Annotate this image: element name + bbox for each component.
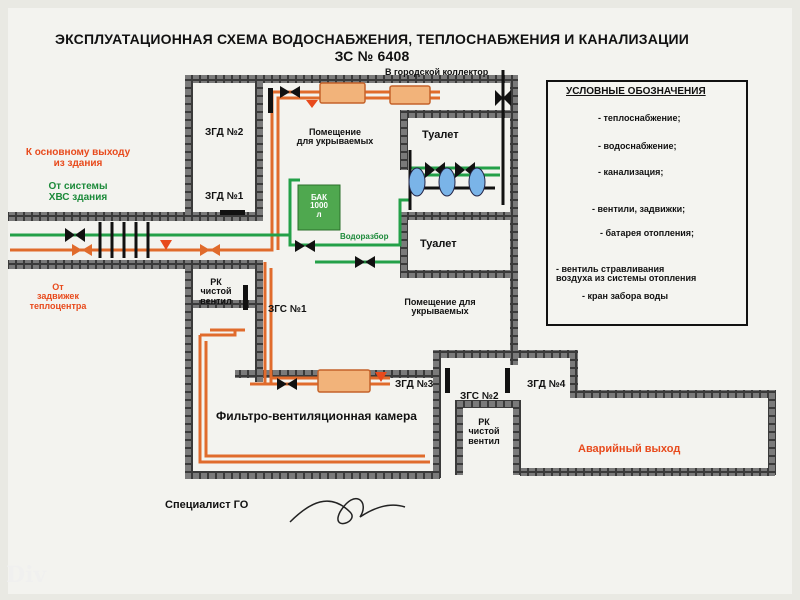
valves bbox=[65, 86, 511, 390]
label-from-hvs: От системы ХВС здания bbox=[48, 181, 108, 203]
label-tank: БАК 1000 л bbox=[310, 193, 328, 219]
label-toilet-top: Туалет bbox=[422, 129, 459, 141]
legend-water: - водоснабжение; bbox=[598, 141, 677, 151]
label-zgd2: ЗГД №2 bbox=[205, 127, 244, 138]
label-room-sheltered-1: Помещение для укрываемых bbox=[296, 127, 374, 147]
page-title: ЭКСПЛУАТАЦИОННАЯ СХЕМА ВОДОСНАБЖЕНИЯ, ТЕ… bbox=[54, 31, 690, 47]
legend-valves: - вентили, задвижки; bbox=[592, 204, 686, 214]
legend-water-tap: - кран забора воды bbox=[582, 291, 669, 301]
label-room-sheltered-2: Помещение для укрываемых bbox=[404, 297, 476, 317]
legend-radiator: - батарея отопления; bbox=[600, 228, 695, 238]
label-rk-1: РК чистой вентил bbox=[200, 277, 232, 306]
label-zgs2: ЗГС №2 bbox=[460, 391, 499, 402]
toilet-fixtures bbox=[408, 167, 486, 197]
legend-title: УСЛОВНЫЕ ОБОЗНАЧЕНИЯ bbox=[566, 86, 706, 97]
legend-sewer: - канализация; bbox=[598, 167, 664, 177]
doors bbox=[220, 88, 510, 393]
heat-valves bbox=[72, 244, 220, 256]
shelter-number: ЗС № 6408 bbox=[334, 48, 410, 64]
tank-shape bbox=[297, 184, 341, 231]
heat-lines bbox=[10, 90, 440, 464]
label-zgd1: ЗГД №1 bbox=[205, 191, 244, 202]
label-filter-vent: Фильтро-вентиляционная камера bbox=[216, 409, 417, 423]
label-zgs1: ЗГС №1 bbox=[268, 304, 307, 315]
label-zgd4: ЗГД №4 bbox=[527, 379, 566, 390]
label-specialist: Специалист ГО bbox=[165, 499, 249, 511]
label-water-intake: Водоразбор bbox=[340, 232, 389, 241]
label-emergency-exit: Аварийный выход bbox=[578, 443, 681, 455]
label-zgd3: ЗГД №3 bbox=[395, 379, 434, 390]
legend-frame bbox=[546, 80, 748, 326]
radiators bbox=[317, 82, 431, 393]
watermark: Div bbox=[6, 562, 47, 588]
walls bbox=[8, 75, 776, 479]
label-city-collector: В городской коллектор bbox=[385, 67, 489, 77]
label-to-main-exit: К основному выходу из здания bbox=[25, 147, 131, 169]
bleed-valves bbox=[160, 100, 387, 382]
legend-heat: - теплоснабжение; bbox=[598, 113, 681, 123]
signature bbox=[289, 498, 406, 525]
label-toilet-bottom: Туалет bbox=[420, 238, 457, 250]
label-from-valves: От задвижек теплоцентра bbox=[29, 282, 87, 311]
label-rk-2: РК чистой вентил bbox=[468, 417, 500, 446]
legend-bleed-valve: - вентиль стравливания воздуха из систем… bbox=[556, 264, 697, 284]
